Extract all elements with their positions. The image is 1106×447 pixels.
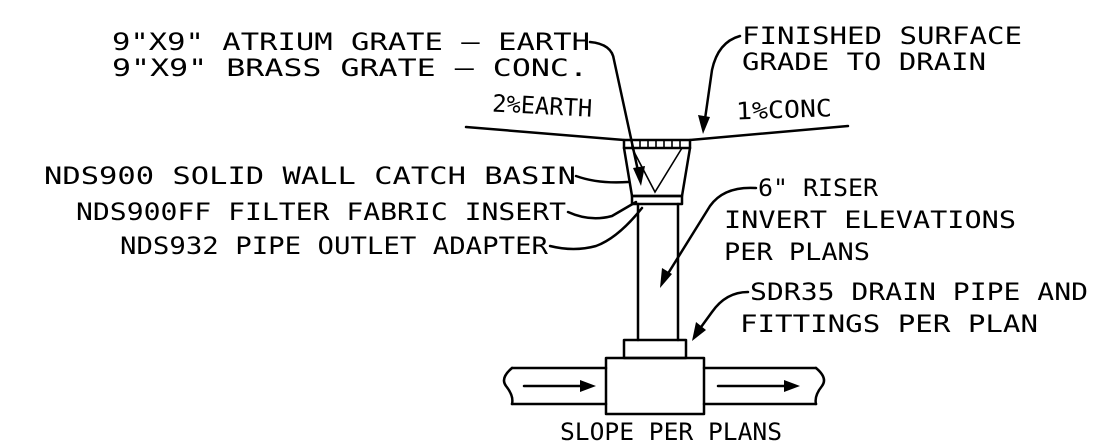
flow-arrow-left [522, 380, 596, 392]
earth-surface-line [464, 125, 626, 142]
grate-leader [588, 40, 642, 182]
riser-leader [662, 186, 758, 282]
catch-basin-leader [574, 174, 630, 184]
filter-insert-leader [566, 200, 638, 220]
tee-fitting [604, 338, 706, 416]
drain-pipe [502, 366, 826, 406]
riser-label: 6" RISER [758, 174, 879, 202]
brass-grate-label: 9"X9" BRASS GRATE – CONC. [112, 54, 588, 82]
conc-slope-label: 1%CONC [735, 94, 832, 125]
finished-surface-label: FINISHED SURFACE [742, 22, 1022, 50]
filter-insert-label: NDS900FF FILTER FABRIC INSERT [76, 198, 566, 226]
drain-pipe-leader [694, 290, 750, 336]
earth-slope-label: 2%EARTH [492, 90, 593, 123]
riser-leader-arrow [660, 268, 672, 288]
riser-pipe [636, 202, 680, 342]
finished-surface-leader [702, 34, 742, 128]
drain-pipe-label: SDR35 DRAIN PIPE AND [750, 278, 1088, 306]
grade-to-drain-label: GRADE TO DRAIN [742, 48, 986, 76]
outlet-adapter [630, 194, 684, 206]
finished-surface-leader-arrow [698, 115, 710, 134]
slope-per-plans-label: SLOPE PER PLANS [560, 418, 782, 446]
outlet-adapter-leader [548, 206, 644, 251]
catch-basin-label: NDS900 SOLID WALL CATCH BASIN [44, 162, 576, 190]
concrete-surface-line [688, 124, 850, 142]
outlet-adapter-label: NDS932 PIPE OUTLET ADAPTER [120, 232, 549, 260]
atrium-grate-label: 9"X9" ATRIUM GRATE – EARTH [112, 28, 590, 56]
fittings-label: FITTINGS PER PLAN [740, 310, 1038, 338]
per-plans-label: PER PLANS [724, 238, 870, 266]
catch-basin [622, 138, 692, 206]
drain-pipe-leader-arrow [692, 322, 706, 341]
flow-arrow-right [716, 380, 800, 392]
invert-elevations-label: INVERT ELEVATIONS [724, 206, 1016, 234]
grate-leader-arrow [633, 166, 645, 186]
